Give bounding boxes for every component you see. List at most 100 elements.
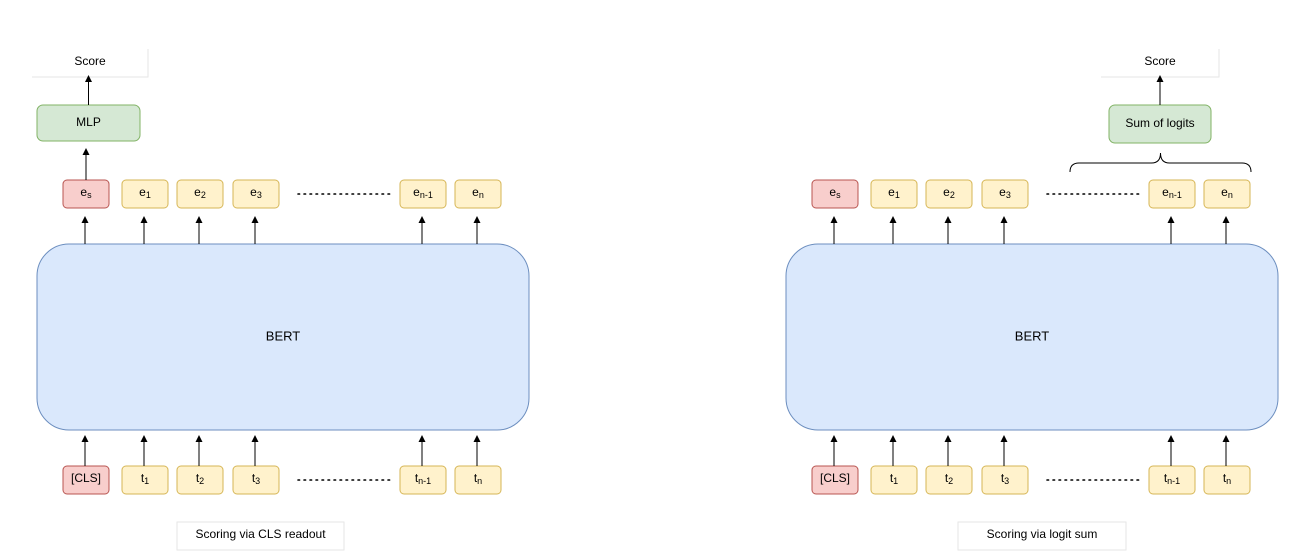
embedding-box — [176, 179, 224, 209]
token-base: e — [1162, 185, 1169, 199]
token-subscript: 1 — [893, 476, 898, 486]
token-base: e — [472, 185, 479, 199]
embedding-label: en-1 — [413, 185, 433, 200]
input-token-label: t3 — [1001, 471, 1009, 486]
logits-brace — [1069, 152, 1252, 173]
input-token-box — [1148, 465, 1196, 495]
caption-box — [176, 521, 345, 551]
caption-label: Scoring via CLS readout — [195, 527, 326, 541]
input-token-box — [981, 465, 1029, 495]
token-subscript: s — [836, 190, 841, 200]
token-base: e — [999, 185, 1006, 199]
input-token-box — [176, 465, 224, 495]
token-base: e — [1221, 185, 1228, 199]
input-token-box — [925, 465, 973, 495]
embedding-box — [1148, 179, 1196, 209]
embedding-box — [981, 179, 1029, 209]
embedding-label: e1 — [139, 185, 151, 200]
input-token-label: tn-1 — [415, 471, 431, 486]
bert-block — [36, 243, 530, 431]
token-base: t — [890, 471, 894, 485]
cls-embedding-box — [811, 179, 859, 209]
token-base: e — [194, 185, 201, 199]
score-label: Score — [74, 54, 106, 68]
embedding-label: es — [829, 185, 841, 200]
input-token-box — [399, 465, 447, 495]
embedding-label: es — [80, 185, 92, 200]
token-subscript: n — [1226, 476, 1231, 486]
scoring-head-label: MLP — [76, 115, 101, 129]
token-subscript: 1 — [144, 476, 149, 486]
token-base: e — [250, 185, 257, 199]
token-base: e — [80, 185, 87, 199]
token-base: [CLS] — [71, 471, 101, 485]
token-base: t — [415, 471, 419, 485]
input-token-box — [232, 465, 280, 495]
input-token-label: t1 — [141, 471, 149, 486]
embedding-box — [870, 179, 918, 209]
input-token-label: tn — [474, 471, 482, 486]
token-subscript: 1 — [146, 190, 151, 200]
token-subscript: 2 — [950, 190, 955, 200]
token-subscript: 2 — [948, 476, 953, 486]
token-base: [CLS] — [820, 471, 850, 485]
score-label: Score — [1144, 54, 1176, 68]
embedding-box — [232, 179, 280, 209]
token-subscript: n-1 — [1167, 476, 1180, 486]
input-token-label: t1 — [890, 471, 898, 486]
score-box — [1101, 49, 1220, 78]
token-base: e — [888, 185, 895, 199]
token-base: t — [252, 471, 256, 485]
token-base: t — [1164, 471, 1168, 485]
token-base: t — [1223, 471, 1227, 485]
embedding-box — [454, 179, 502, 209]
embedding-label: e2 — [943, 185, 955, 200]
token-subscript: 3 — [1004, 476, 1009, 486]
token-subscript: 2 — [199, 476, 204, 486]
token-subscript: 3 — [1006, 190, 1011, 200]
embedding-label: e1 — [888, 185, 900, 200]
embedding-box — [399, 179, 447, 209]
token-subscript: n — [477, 476, 482, 486]
bert-label: BERT — [1015, 328, 1049, 343]
embedding-label: e3 — [250, 185, 262, 200]
embedding-label: e3 — [999, 185, 1011, 200]
token-base: t — [141, 471, 145, 485]
token-base: e — [829, 185, 836, 199]
input-token-label: t2 — [196, 471, 204, 486]
token-subscript: n-1 — [420, 190, 433, 200]
input-token-box — [1203, 465, 1251, 495]
input-token-label: tn-1 — [1164, 471, 1180, 486]
token-base: t — [196, 471, 200, 485]
token-subscript: n-1 — [1169, 190, 1182, 200]
embedding-label: en — [1221, 185, 1233, 200]
token-subscript: s — [87, 190, 92, 200]
input-token-label: [CLS] — [820, 471, 850, 485]
token-subscript: 2 — [201, 190, 206, 200]
bert-label: BERT — [266, 328, 300, 343]
input-token-box — [121, 465, 169, 495]
token-subscript: n-1 — [418, 476, 431, 486]
embedding-label: e2 — [194, 185, 206, 200]
token-subscript: n — [479, 190, 484, 200]
embedding-box — [1203, 179, 1251, 209]
token-base: e — [139, 185, 146, 199]
cls-token-box — [811, 465, 859, 495]
token-subscript: 1 — [895, 190, 900, 200]
input-token-label: tn — [1223, 471, 1231, 486]
token-base: t — [474, 471, 478, 485]
token-base: t — [1001, 471, 1005, 485]
caption-label: Scoring via logit sum — [987, 527, 1098, 541]
input-token-label: t3 — [252, 471, 260, 486]
scoring-head-label: Sum of logits — [1125, 116, 1194, 130]
cls-token-box — [62, 465, 110, 495]
input-token-box — [870, 465, 918, 495]
input-token-label: t2 — [945, 471, 953, 486]
embedding-label: en — [472, 185, 484, 200]
caption-box — [957, 521, 1127, 551]
embedding-label: en-1 — [1162, 185, 1182, 200]
score-box — [32, 49, 149, 78]
